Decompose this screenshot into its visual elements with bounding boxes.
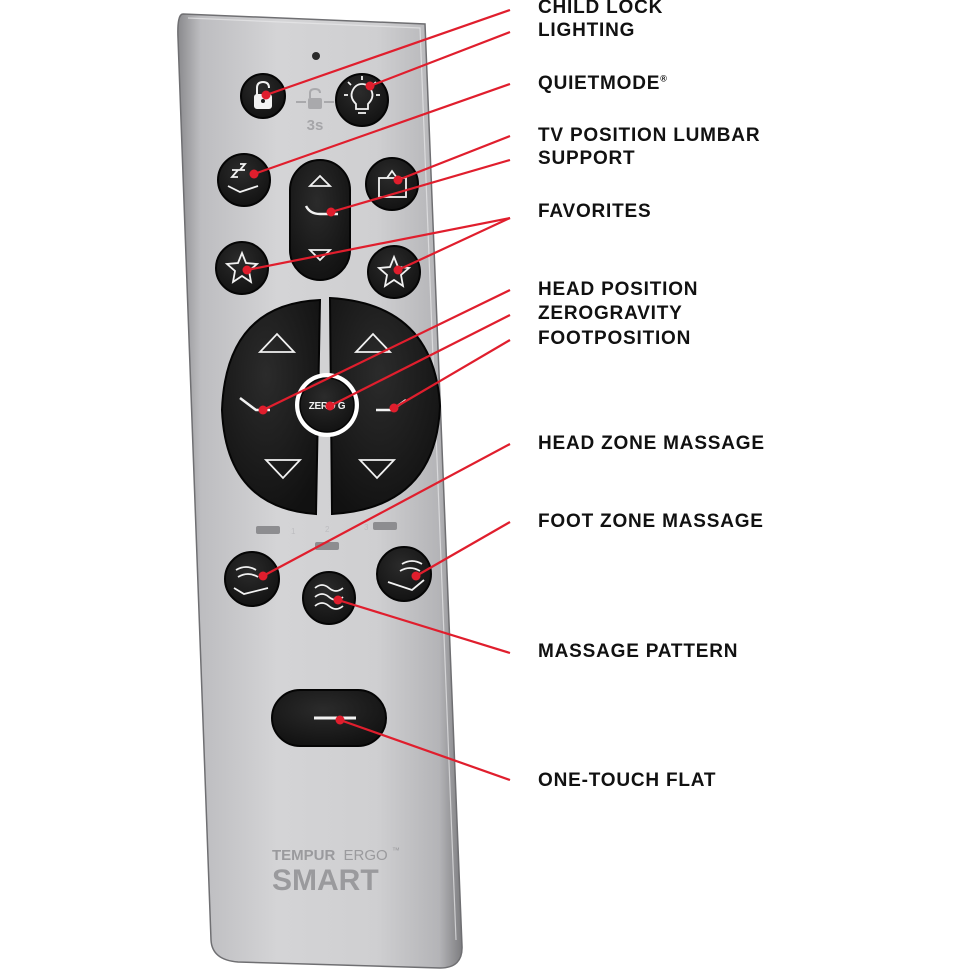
callout-lumbar-dot	[326, 207, 336, 217]
callout-quietmode	[253, 82, 511, 176]
brand-logo: TEMPUR ERGO ™ SMART	[272, 846, 400, 897]
label-favorites: FAVORITES	[538, 201, 652, 222]
label-head-position: HEAD POSITION	[538, 279, 699, 300]
callout-lumbar	[330, 158, 511, 214]
massage-level-3: 3	[364, 523, 369, 532]
label-quietmode: QUIETMODE®	[538, 72, 668, 96]
label-massage-pattern: MASSAGE PATTERN	[538, 641, 739, 662]
brand-tm: ™	[392, 846, 400, 855]
callout-child-lock	[265, 8, 511, 97]
one-touch-flat-button[interactable]	[271, 689, 387, 747]
remote-body	[177, 13, 463, 969]
label-lighting: LIGHTING	[538, 20, 636, 41]
label-quietmode-mark: ®	[660, 73, 668, 84]
label-footposition: FOOTPOSITION	[538, 328, 692, 349]
callout-zerogravity	[329, 314, 511, 407]
callout-lines	[246, 8, 511, 782]
label-tv-lumbar-line2: SUPPORT	[538, 148, 636, 169]
label-child-lock: CHILD LOCK	[538, 0, 664, 18]
lighting-button[interactable]	[335, 73, 389, 127]
callout-head-massage	[262, 443, 511, 577]
callout-tv-dot	[393, 175, 403, 185]
label-tv-lumbar-line1: TV POSITION LUMBAR	[538, 125, 761, 146]
head-zone-massage-button[interactable]	[224, 551, 280, 607]
callout-dots	[242, 81, 421, 725]
head-massage-icon	[233, 566, 269, 595]
tv-position-button[interactable]	[365, 157, 419, 211]
foot-zone-massage-button[interactable]	[376, 546, 432, 602]
massage-level-2: 2	[325, 525, 330, 534]
callout-massage-pattern	[337, 598, 511, 655]
callout-head-position-dot	[258, 405, 268, 415]
callout-favorite-1	[246, 216, 511, 272]
lumbar-support-icon	[304, 205, 338, 216]
triangle-down-icon	[263, 459, 303, 480]
callout-tv	[397, 134, 511, 182]
callout-one-touch-flat-dot	[335, 715, 345, 725]
triangle-up-icon	[307, 174, 333, 187]
brand-light: ERGO	[344, 847, 388, 864]
brand-smart: SMART	[272, 864, 379, 897]
quietmode-button[interactable]	[217, 153, 271, 207]
favorite-button-1[interactable]	[215, 241, 269, 295]
label-one-touch-flat: ONE-TOUCH FLAT	[538, 770, 717, 791]
triangle-up-icon	[257, 332, 297, 353]
callout-quietmode-dot	[249, 169, 259, 179]
massage-level-1: 1	[291, 527, 296, 536]
light-bulb-icon	[344, 76, 380, 114]
callout-zerogravity-dot	[325, 401, 335, 411]
callout-foot-massage	[415, 521, 511, 577]
callout-one-touch-flat	[339, 718, 511, 782]
callout-footposition	[393, 339, 511, 409]
star-icon	[224, 250, 260, 284]
callout-head-position	[262, 289, 511, 411]
callout-massage-pattern-dot	[333, 595, 343, 605]
brand-bold: TEMPUR	[272, 847, 336, 864]
triangle-down-icon	[357, 459, 397, 480]
lock-hint-text: 3s	[307, 117, 324, 134]
callout-child-lock-dot	[261, 90, 271, 100]
svg-text:TEMPUR ERGO ™: TEMPUR ERGO ™	[272, 846, 400, 864]
sleep-zz-icon	[227, 163, 259, 193]
callout-favorite-2-dot	[393, 265, 403, 275]
callout-head-massage-dot	[258, 571, 268, 581]
status-led	[312, 52, 320, 60]
callout-foot-massage-dot	[411, 571, 421, 581]
lock-hint-graphic	[296, 87, 334, 109]
callout-footposition-dot	[389, 403, 399, 413]
foot-massage-icon	[387, 560, 425, 592]
massage-pattern-button[interactable]	[302, 571, 356, 625]
lumbar-support-rocker[interactable]	[289, 159, 351, 281]
label-head-zone-massage: HEAD ZONE MASSAGE	[538, 433, 765, 454]
callout-favorite-2	[397, 217, 511, 271]
label-quietmode-text: QUIETMODE	[538, 73, 661, 94]
callout-lighting-dot	[365, 81, 375, 91]
label-zerogravity: ZEROGRAVITY	[538, 303, 683, 324]
callout-lighting	[369, 30, 511, 88]
callout-favorite-1-dot	[242, 265, 252, 275]
label-foot-zone-massage: FOOT ZONE MASSAGE	[538, 511, 764, 532]
triangle-up-icon	[353, 332, 393, 353]
tv-icon	[378, 169, 407, 198]
